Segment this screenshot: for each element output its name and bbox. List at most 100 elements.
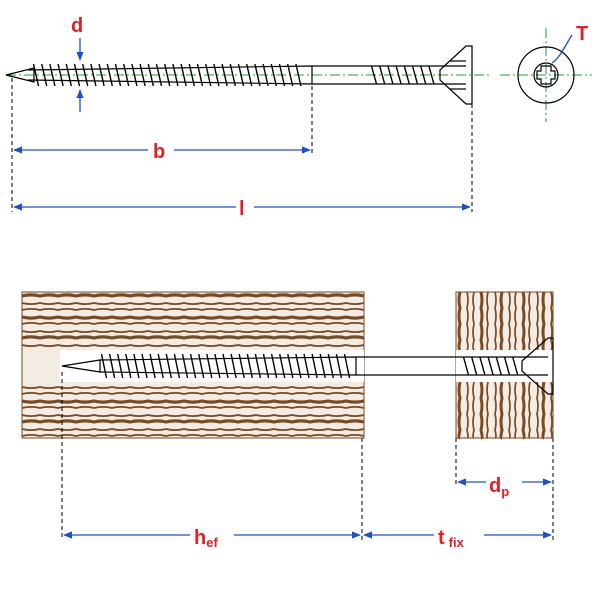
- wood-grain-line: [21, 428, 365, 431]
- thread-crest: [287, 353, 294, 379]
- wood-grain-line: [466, 381, 469, 439]
- thread-crest: [139, 63, 146, 87]
- hef-label-main: h: [194, 527, 206, 549]
- thread-crest: [114, 63, 122, 87]
- screw-channel-fixed: [456, 350, 553, 382]
- l-label: l: [239, 198, 245, 220]
- wood-grain-line: [514, 381, 517, 439]
- wood-grain-line: [514, 291, 517, 351]
- under-head-thread: [503, 356, 511, 376]
- thread-crest: [149, 353, 156, 379]
- thread-crest: [237, 63, 245, 87]
- wood-base-grain: [21, 293, 365, 437]
- thread-crest: [57, 63, 64, 87]
- thread-crest: [108, 353, 116, 379]
- wood-grain-line: [541, 381, 546, 440]
- d-label: d: [71, 15, 83, 37]
- under-head-thread: [420, 65, 427, 85]
- wood-grain-line: [21, 434, 365, 437]
- thread-crest: [229, 63, 236, 87]
- wood-grain-line: [21, 419, 365, 424]
- thread-crest: [125, 353, 132, 379]
- under-head-thread: [479, 356, 486, 376]
- thread-crest: [214, 353, 221, 379]
- hef-label: hef: [194, 527, 218, 550]
- b-label: b: [153, 141, 165, 163]
- screw-head-view: T: [500, 23, 592, 122]
- thread-crest: [303, 353, 310, 379]
- thread-crest: [98, 63, 105, 87]
- thread-crest: [157, 353, 164, 379]
- under-head-thread: [411, 65, 419, 85]
- dp-label-bg: [486, 468, 522, 496]
- wood-grain-line: [521, 291, 526, 352]
- under-head-thread: [512, 356, 519, 376]
- tfix-label-bg: [434, 522, 484, 550]
- installed-screw-threads: [100, 353, 351, 379]
- wood-grain-line: [486, 381, 489, 439]
- screw-tip: [5, 67, 35, 83]
- thread-crest: [198, 353, 205, 379]
- thread-crest: [90, 63, 97, 87]
- wood-grain-line: [528, 291, 531, 351]
- hef-label-bg: [190, 522, 234, 550]
- torx-recess-icon: [536, 65, 556, 85]
- thread-crest: [41, 63, 48, 87]
- thread-crest: [246, 63, 253, 87]
- screw-threads: [32, 63, 302, 87]
- wood-grain-line: [21, 293, 365, 298]
- under-head-thread: [370, 65, 378, 85]
- thread-crest: [106, 63, 113, 87]
- wood-grain-line: [550, 291, 553, 351]
- thread-crest: [164, 63, 171, 87]
- wood-grain-line: [21, 399, 365, 404]
- thread-crest: [155, 63, 163, 87]
- wood-grain-line: [536, 381, 539, 439]
- wood-grain-line: [457, 381, 462, 440]
- wood-grain-line: [508, 291, 511, 351]
- wood-grain-line: [21, 315, 365, 320]
- thread-crest: [319, 353, 326, 379]
- head-inner-circle: [533, 62, 559, 88]
- wood-grain-line: [21, 344, 365, 347]
- thread-crest: [100, 353, 108, 379]
- wood-grain-line: [21, 386, 365, 389]
- installed-screw-core: [99, 356, 357, 376]
- under-head-thread: [387, 65, 394, 85]
- thread-crest: [189, 353, 197, 379]
- installed-screw-under-head-threads: [462, 356, 519, 376]
- hef-label-sub: ef: [206, 535, 218, 550]
- thread-crest: [270, 63, 277, 87]
- thread-crest: [123, 63, 130, 87]
- dp-label: dp: [489, 475, 509, 499]
- thread-crest: [278, 63, 286, 87]
- thread-crest: [82, 63, 89, 87]
- thread-crest: [295, 353, 302, 379]
- screw-under-head-threads: [370, 65, 435, 85]
- thread-crest: [270, 353, 278, 379]
- T-label: T: [576, 23, 588, 45]
- l-label-bg: [236, 195, 254, 219]
- thread-crest: [147, 63, 154, 87]
- thread-crest: [343, 353, 351, 379]
- dp-label-main: d: [489, 475, 501, 497]
- under-head-thread: [428, 65, 435, 85]
- under-head-thread: [487, 356, 494, 376]
- thread-crest: [254, 63, 261, 87]
- under-head-thread: [462, 356, 470, 376]
- thread-crest: [246, 353, 253, 379]
- thread-crest: [222, 353, 229, 379]
- wood-grain-line: [21, 414, 365, 417]
- thread-crest: [117, 353, 124, 379]
- under-head-thread: [471, 356, 478, 376]
- thread-crest: [181, 353, 189, 379]
- b-label-bg: [148, 138, 174, 162]
- thread-crest: [238, 353, 245, 379]
- screw-core: [27, 65, 313, 85]
- thread-crest: [311, 353, 318, 379]
- T-leader-line: [551, 34, 573, 64]
- wood-grain-line: [21, 392, 365, 395]
- thread-crest: [133, 353, 140, 379]
